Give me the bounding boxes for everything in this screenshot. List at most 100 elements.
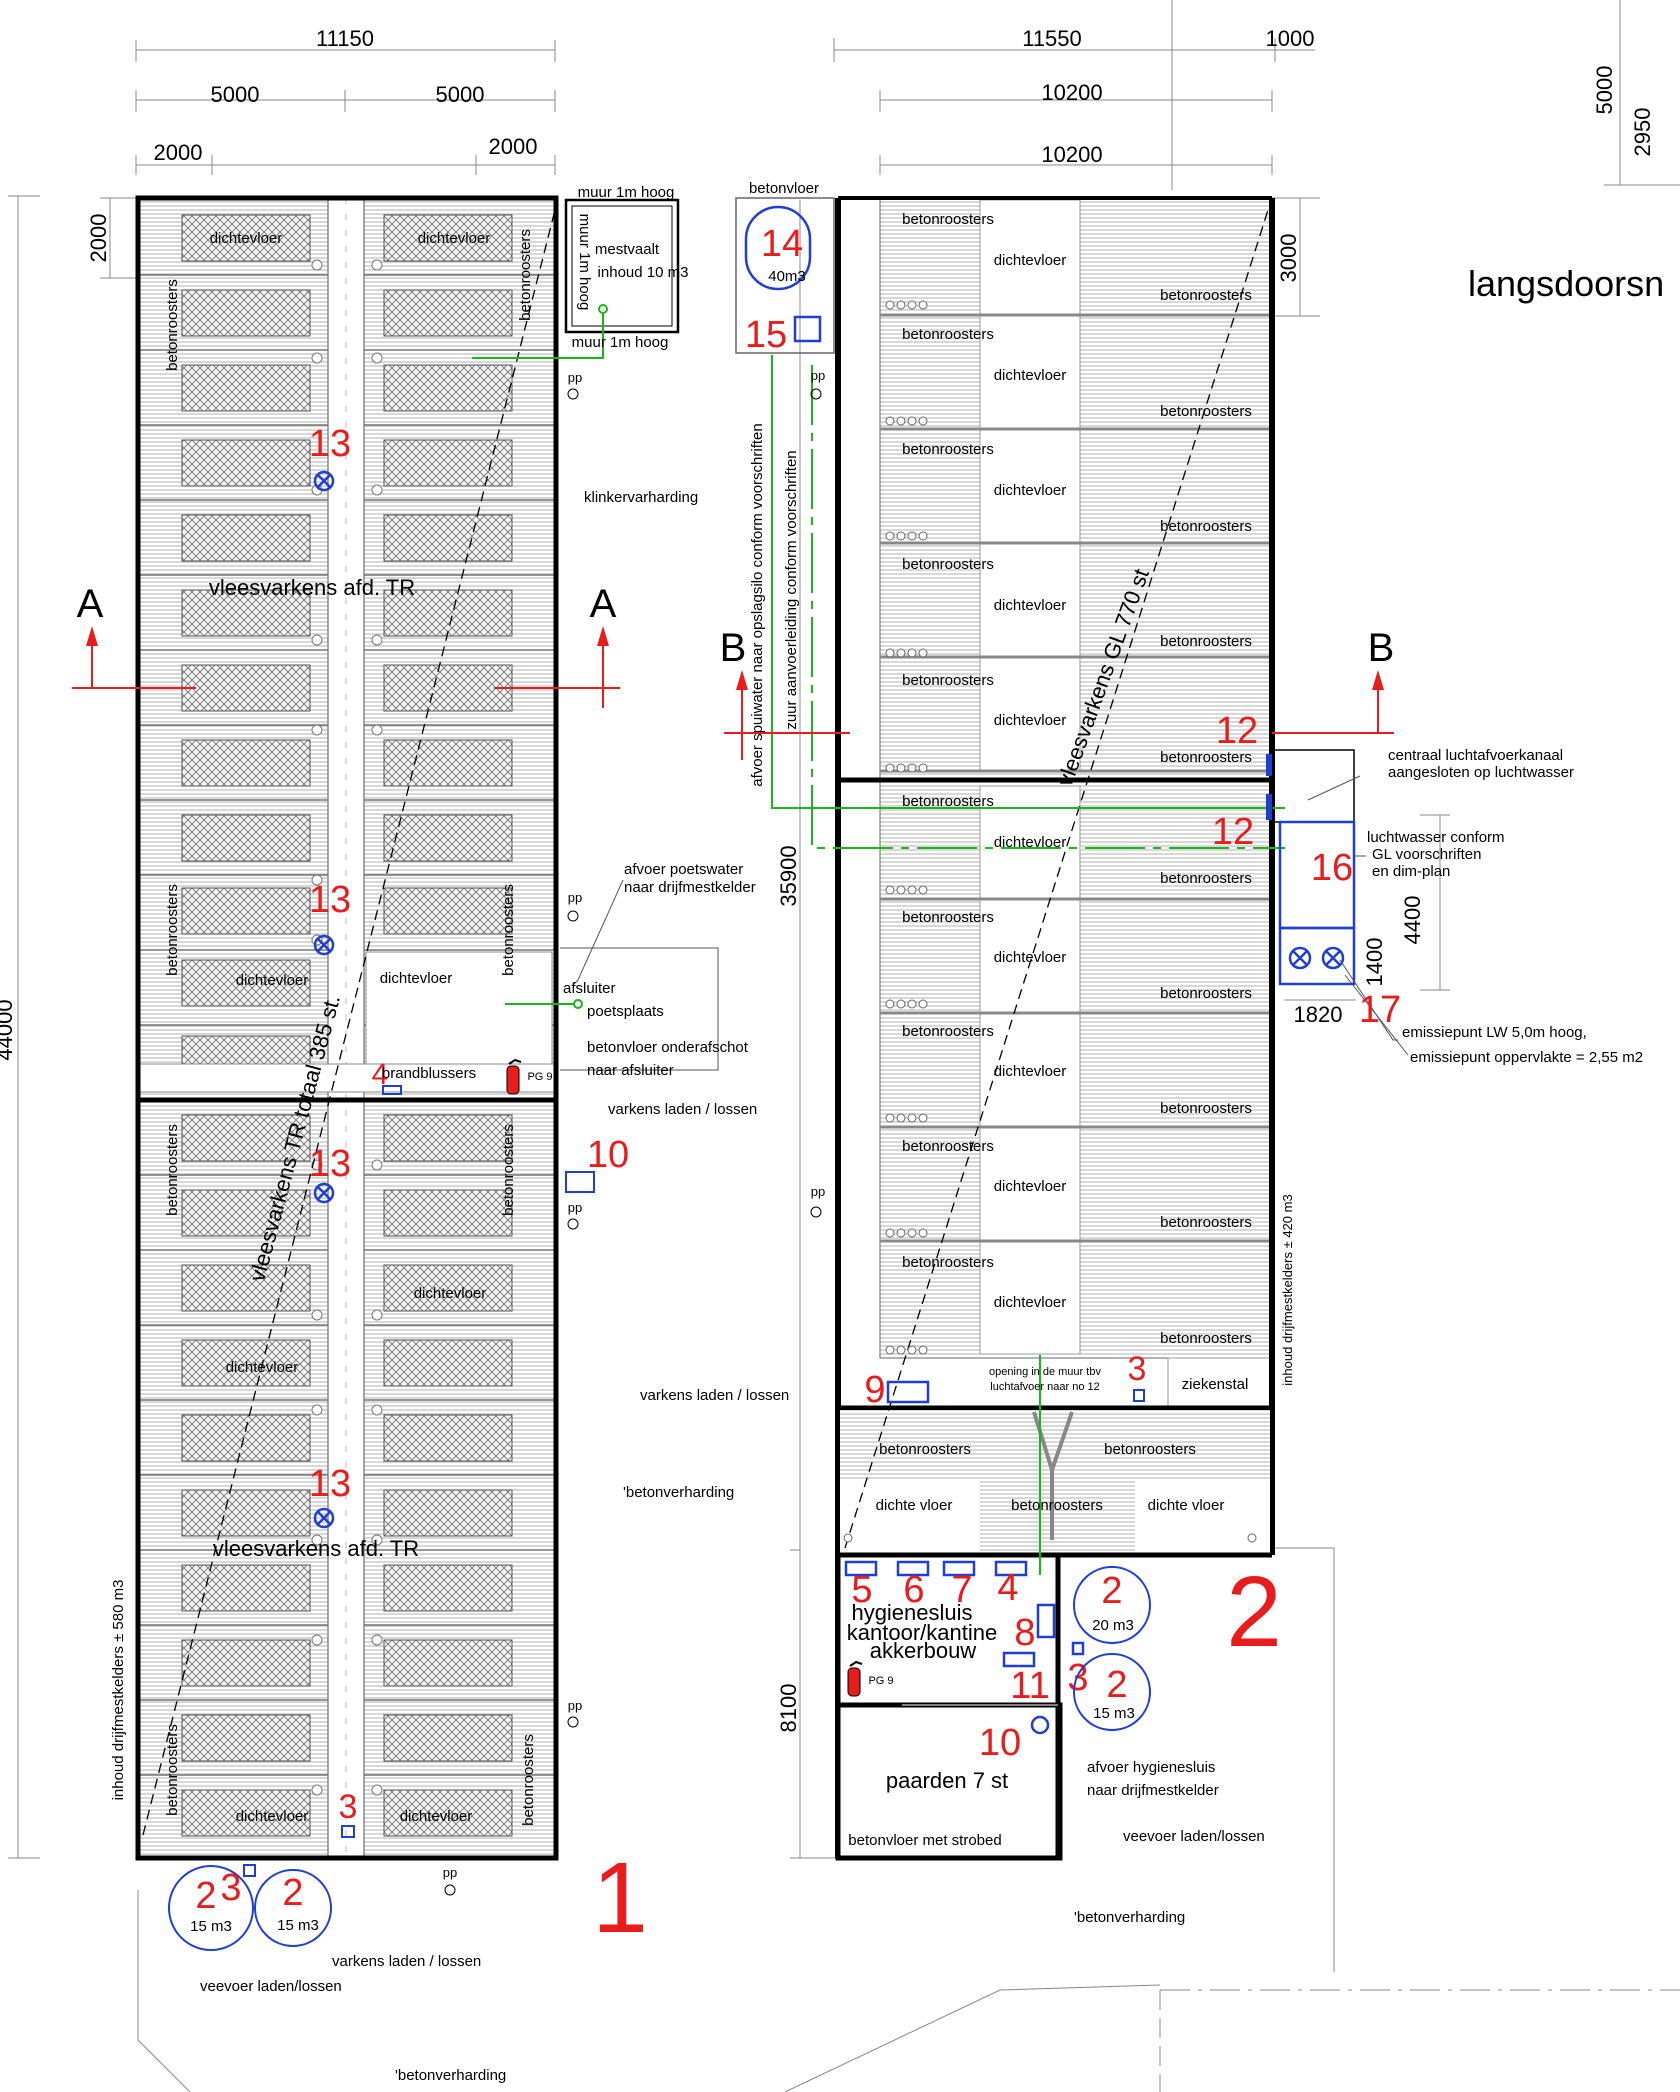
b2-marker-3: 3 xyxy=(1128,1350,1147,1388)
b2-rooster-l8: betonroosters xyxy=(902,1023,994,1040)
b2-marker-12b: 12 xyxy=(1212,811,1254,853)
b2-rooster-r3: betonroosters xyxy=(1160,518,1252,535)
b2-paarden: paarden 7 st xyxy=(886,1768,1008,1793)
b1-fire-extinguisher xyxy=(506,1058,522,1095)
b1-betonroosters-2: betonroosters xyxy=(517,229,534,321)
b2-wasser-3: en dim-plan xyxy=(1372,863,1450,880)
dim-b1-side-left: 2000 xyxy=(154,140,203,165)
b2-rooster-r7: betonroosters xyxy=(1160,985,1252,1002)
label-poetsplaats: poetsplaats xyxy=(587,1003,664,1020)
mestvaalt-title: mestvaalt xyxy=(595,241,660,258)
label-afsluiter: afsluiter xyxy=(563,980,616,997)
section-b xyxy=(724,670,1394,760)
building-2-number: 2 xyxy=(1226,1556,1282,1668)
b2-dicht-8: dichtevloer xyxy=(994,1063,1067,1080)
b2-wasser-2: GL voorschriften xyxy=(1372,846,1482,863)
b2-tank-b-num: 2 xyxy=(1106,1664,1127,1706)
dim-b2-inner2: 10200 xyxy=(1041,142,1102,167)
b2-cellar-label: inhoud drijfmestkelders ± 420 m3 xyxy=(1280,1194,1295,1385)
b2-marker-16: 16 xyxy=(1311,847,1353,889)
mestvaalt-wall-top: muur 1m hoog xyxy=(578,184,675,201)
label-betonverharding-2: 'betonverharding xyxy=(1074,1909,1185,1926)
dim-b1-total: 11150 xyxy=(316,26,374,51)
mestvaalt-wall-bottom: muur 1m hoog xyxy=(572,334,669,351)
b1-dichtevloer-5: dichtevloer xyxy=(414,1285,487,1302)
b1-tank-left-num: 2 xyxy=(195,1875,216,1917)
label-betonverharding-1: 'betonverharding xyxy=(623,1484,734,1501)
b2-pg9: PG 9 xyxy=(868,1675,893,1687)
b1-betonroosters-5: betonroosters xyxy=(164,1124,181,1216)
dim-b2-bottom: 8100 xyxy=(776,1684,801,1733)
dim-b1-side-right: 2000 xyxy=(489,134,538,159)
b1-brandblussers: brandblussers xyxy=(382,1065,476,1082)
b1-dichtevloer-4: dichtevloer xyxy=(380,970,453,987)
dim-b1-half-left: 5000 xyxy=(211,82,260,107)
b1-tank-right-vol: 15 m3 xyxy=(277,1917,319,1934)
b2-rooster-r5: betonroosters xyxy=(1160,749,1252,766)
b2-tank-b: 2 15 m3 xyxy=(1073,1653,1151,1731)
section-a-right: A xyxy=(590,582,617,626)
b2-emissie-2: emissiepunt oppervlakte = 2,55 m2 xyxy=(1410,1049,1643,1066)
b2-dicht-10: dichtevloer xyxy=(994,1294,1067,1311)
b2-pipes xyxy=(771,355,1285,1575)
b1-cellar-label: inhoud drijfmestkelders ± 580 m3 xyxy=(110,1580,127,1801)
b2-tank-b-vol: 15 m3 xyxy=(1093,1705,1135,1722)
b2-rooster-r6: betonroosters xyxy=(1160,870,1252,887)
b2-marker-12a: 12 xyxy=(1216,710,1258,752)
b1-dichtevloer-1: dichtevloer xyxy=(210,230,283,247)
b2-marker-8: 8 xyxy=(1014,1612,1035,1654)
b1-pp-markers: pp pp pp pp pp xyxy=(443,370,582,1896)
svg-text:pp: pp xyxy=(568,1698,582,1713)
b2-lower-grate-l: betonroosters xyxy=(879,1441,971,1458)
b2-rooster-l10: betonroosters xyxy=(902,1254,994,1271)
b2-tank-a-vol: 20 m3 xyxy=(1092,1617,1134,1634)
b2-marker-17: 17 xyxy=(1359,989,1401,1031)
b2-lower-grate-r: betonroosters xyxy=(1104,1441,1196,1458)
dim-b1-length: 44000 xyxy=(0,999,17,1060)
b1-markers: 13 13 13 13 4 10 3 xyxy=(309,423,629,1826)
b2-marker-3b: 3 xyxy=(1067,1657,1088,1699)
label-afvoer-poets-2: naar drijfmestkelder xyxy=(624,879,756,896)
b2-rooster-l6: betonroosters xyxy=(902,793,994,810)
dim-b1-top-row: 2000 xyxy=(86,214,111,263)
dim-b2-inner: 10200 xyxy=(1041,80,1102,105)
b1-marker-4: 4 xyxy=(372,1058,389,1091)
label-laden-mid: varkens laden / lossen xyxy=(608,1101,757,1118)
luchtwasser xyxy=(1266,749,1409,1056)
b1-marker-13a: 13 xyxy=(309,423,351,465)
label-veevoer-b2: veevoer laden/lossen xyxy=(1123,1828,1265,1845)
b2-silo-num: 14 xyxy=(761,223,803,265)
b2-sluis-6: 6 xyxy=(903,1569,924,1611)
svg-text:pp: pp xyxy=(568,890,582,905)
mestvaalt-content: inhoud 10 m3 xyxy=(598,264,689,281)
b1-dichtevloer-2: dichtevloer xyxy=(418,230,491,247)
building-2 xyxy=(735,196,1275,1861)
dim-b2-top-row: 3000 xyxy=(1276,234,1301,283)
b2-tank-a-num: 2 xyxy=(1101,1570,1122,1612)
b2-fire-extinguisher xyxy=(847,1660,863,1697)
b2-kanaal-1: centraal luchtafvoerkanaal xyxy=(1388,747,1563,764)
b1-dichtevloer-6: dichtevloer xyxy=(226,1359,299,1376)
label-laden-b2: varkens laden / lossen xyxy=(640,1387,789,1404)
b1-afd-top: vleesvarkens afd. TR xyxy=(209,575,415,600)
dim-b2-total: 11550 xyxy=(1022,26,1082,51)
b2-ziekenstal: ziekenstal xyxy=(1182,1376,1249,1393)
b1-marker-3: 3 xyxy=(339,1788,358,1826)
b2-rooster-l3: betonroosters xyxy=(902,441,994,458)
b1-betonroosters-1: betonroosters xyxy=(164,279,181,371)
label-betonvloer-afschot-1: betonvloer onderafschot xyxy=(587,1039,749,1056)
b1-dichtevloer-3: dichtevloer xyxy=(236,972,309,989)
b1-marker-3b: 3 xyxy=(220,1867,241,1909)
b2-kanaal-2: aangesloten op luchtwasser xyxy=(1388,764,1574,781)
svg-text:pp: pp xyxy=(568,370,582,385)
section-a-left: A xyxy=(77,582,104,626)
label-veevoer-b1: veevoer laden/lossen xyxy=(200,1978,342,1995)
b2-silo-vol: 40m3 xyxy=(768,268,806,285)
poets-leader-box xyxy=(560,947,719,1071)
site-boundary-right xyxy=(1258,1547,1335,1972)
b2-marker-9: 9 xyxy=(864,1369,885,1411)
b2-dichte-r: dichte vloer xyxy=(1148,1497,1225,1514)
b2-dimensions xyxy=(790,0,1680,1859)
b1-dichtevloer-8: dichtevloer xyxy=(400,1808,473,1825)
b1-marker-13d: 13 xyxy=(309,1463,351,1505)
